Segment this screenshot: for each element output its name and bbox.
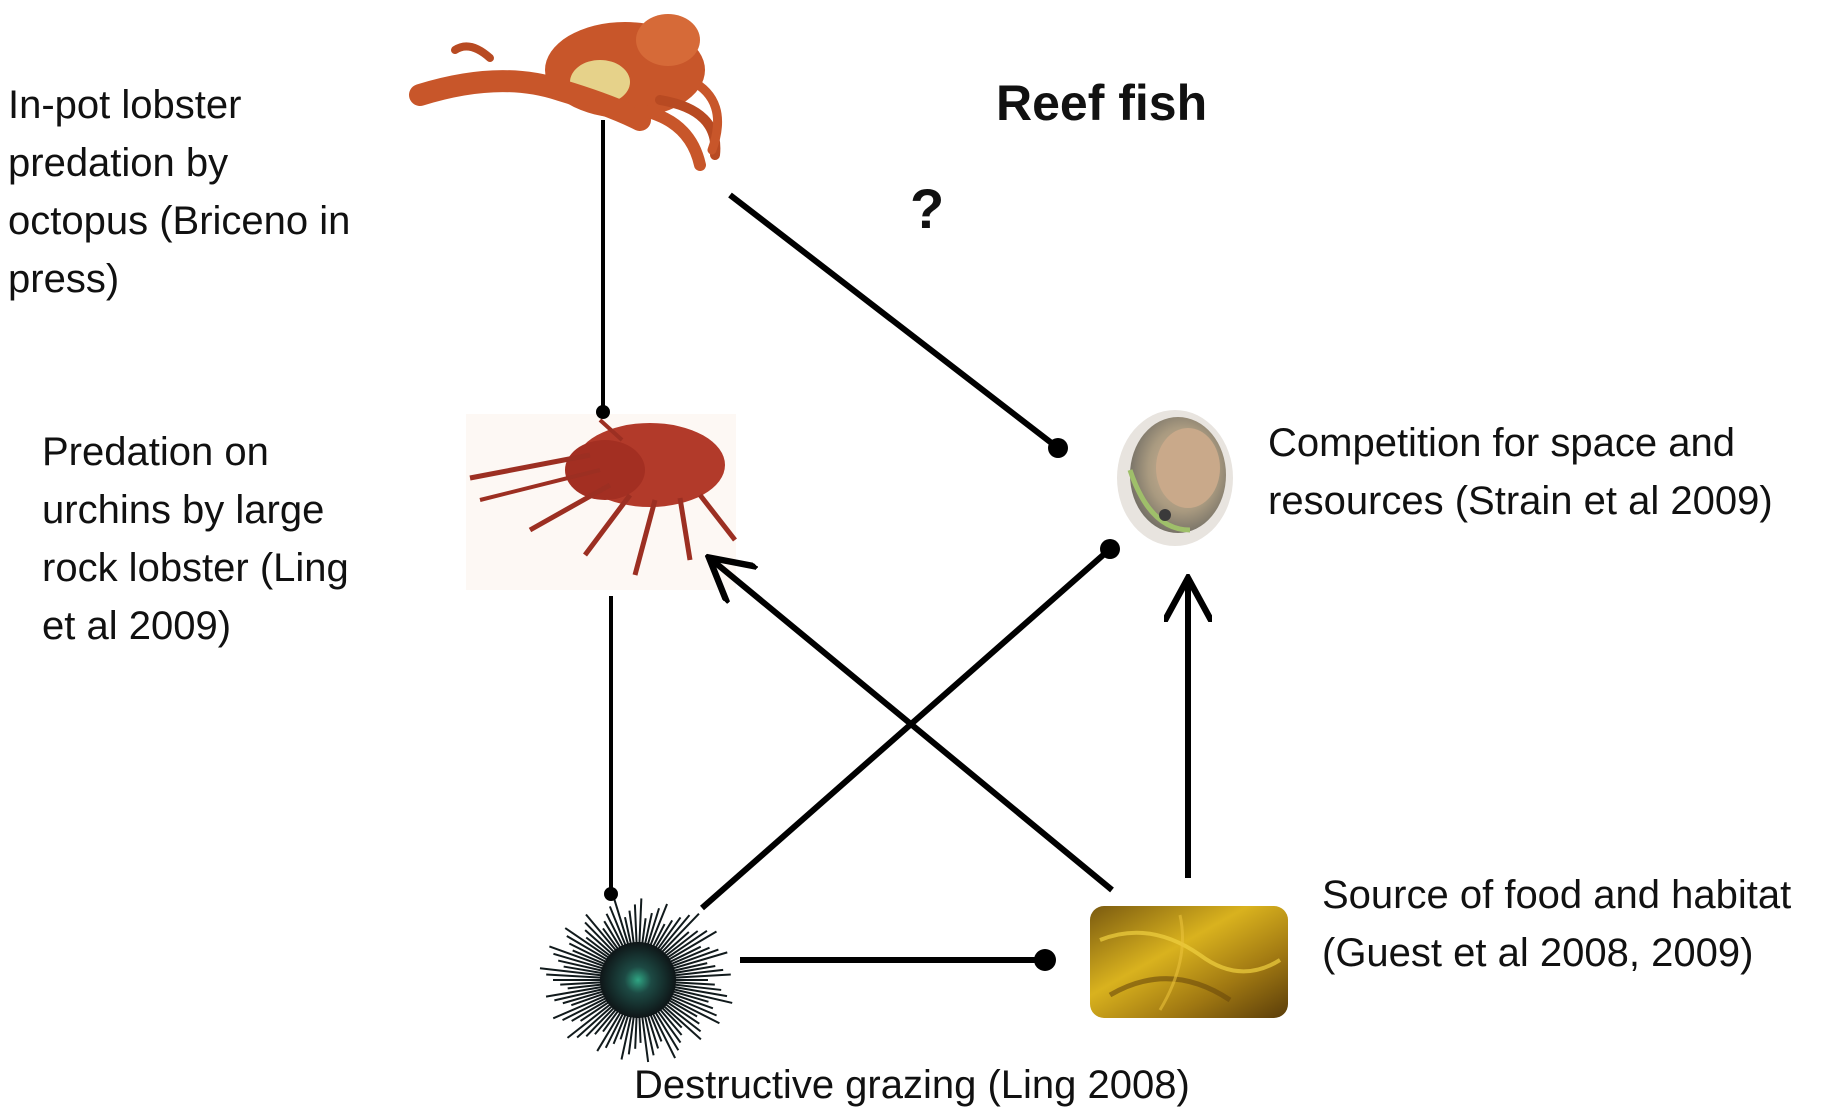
link-octopus-abalone — [730, 195, 1058, 448]
abalone-image — [1117, 410, 1233, 546]
link-octopus-abalone-end — [1048, 438, 1068, 458]
label-lobster: Predation on urchins by large rock lobst… — [42, 423, 349, 655]
diagram-title: Reef fish — [996, 74, 1207, 132]
link-urchin-abalone-end — [1100, 539, 1120, 559]
label-abalone: Competition for space and resources (Str… — [1268, 414, 1773, 530]
label-kelp: Source of food and habitat (Guest et al … — [1322, 866, 1791, 982]
kelp-image — [1090, 906, 1288, 1018]
label-urchin: Destructive grazing (Ling 2008) — [634, 1056, 1190, 1114]
rock-lobster-image — [466, 414, 736, 590]
question-mark: ? — [910, 176, 944, 241]
link-octopus-lobster-end — [596, 405, 610, 419]
sea-urchin-image — [540, 898, 732, 1062]
link-lobster-urchin-end — [604, 887, 618, 901]
octopus-image — [420, 14, 718, 165]
link-kelp-lobster — [712, 560, 1112, 890]
link-urchin-kelp-end — [1034, 949, 1056, 971]
label-octopus: In-pot lobster predation by octopus (Bri… — [8, 76, 350, 308]
